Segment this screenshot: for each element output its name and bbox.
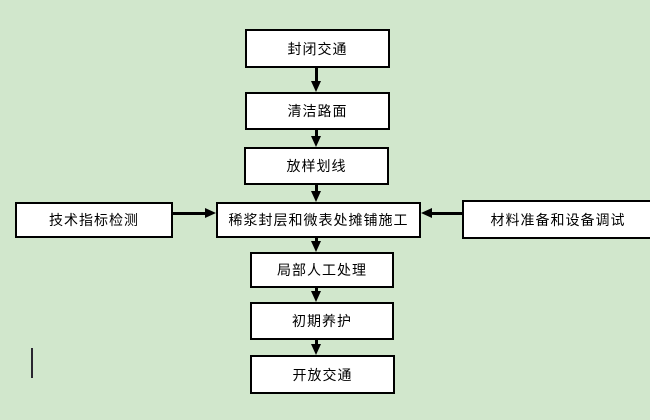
arrow-down-icon [311, 241, 321, 252]
arrow-shaft [315, 288, 318, 291]
arrow-shaft [315, 184, 318, 191]
arrow-shaft [432, 212, 462, 215]
flow-node-label: 材料准备和设备调试 [490, 213, 626, 229]
text-cursor [31, 348, 33, 378]
flow-node-label: 局部人工处理 [277, 264, 367, 279]
flow-node-label: 放样划线 [286, 160, 347, 175]
arrow-down-icon [311, 191, 321, 202]
flow-node-label: 稀浆封层和微表处摊铺施工 [228, 214, 409, 229]
flow-node-clean-pavement[interactable]: 清洁路面 [245, 92, 390, 130]
flow-node-label: 封闭交通 [287, 42, 348, 58]
arrow-down-icon [311, 291, 321, 302]
flow-node-label: 清洁路面 [287, 105, 348, 120]
arrow-right-icon [205, 208, 216, 218]
arrow-shaft [315, 340, 318, 344]
flow-node-close-traffic[interactable]: 封闭交通 [245, 29, 390, 68]
flow-node-material-preparation-equipment-debugging[interactable]: 材料准备和设备调试 [462, 200, 650, 239]
flow-node-technical-index-inspection[interactable]: 技术指标检测 [15, 202, 173, 238]
arrow-shaft [173, 212, 205, 215]
arrow-shaft [315, 129, 318, 136]
flow-node-slurry-seal-micro-surfacing-paving[interactable]: 稀浆封层和微表处摊铺施工 [216, 202, 421, 238]
arrow-down-icon [311, 136, 321, 147]
flow-node-initial-curing[interactable]: 初期养护 [250, 302, 394, 340]
arrow-left-icon [421, 208, 432, 218]
arrow-down-icon [311, 344, 321, 355]
flow-node-open-traffic[interactable]: 开放交通 [250, 355, 395, 394]
flow-node-setout-marking[interactable]: 放样划线 [244, 147, 389, 185]
flow-node-label: 开放交通 [292, 368, 353, 384]
arrow-down-icon [311, 81, 321, 92]
arrow-shaft [315, 238, 318, 241]
flow-node-label: 技术指标检测 [49, 214, 139, 229]
flow-node-label: 初期养护 [292, 315, 352, 330]
flow-node-local-manual-treatment[interactable]: 局部人工处理 [250, 252, 394, 288]
arrow-shaft [315, 67, 318, 81]
